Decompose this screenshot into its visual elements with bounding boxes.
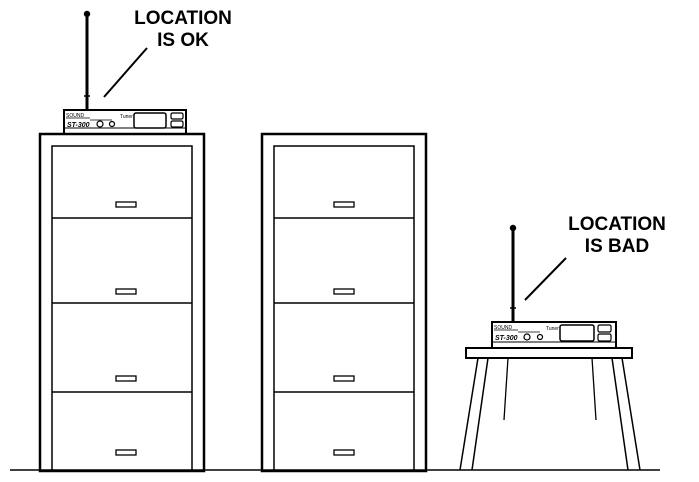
filing-cabinet-middle [260, 132, 428, 473]
drawer-handle [333, 201, 355, 208]
filing-cabinet-left [38, 132, 206, 473]
receiver-unit-bad: SOUND ST-300 Tuner [491, 224, 617, 349]
drawer-handle [333, 375, 355, 382]
model-text: ST-300 [67, 122, 90, 129]
drawer-handle [115, 449, 137, 456]
callout-location-bad: LOCATION IS BAD [542, 214, 692, 258]
brand-text: SOUND [66, 113, 84, 119]
side-table [459, 347, 641, 471]
callout-ok-line2: IS OK [157, 30, 209, 51]
callout-location-ok: LOCATION IS OK [108, 8, 258, 52]
drawer-handle [333, 288, 355, 295]
receiver-unit-ok: SOUND ST-300 Tuner [63, 10, 187, 135]
callout-ok-leader [103, 47, 148, 98]
drawer-handle [115, 201, 137, 208]
callout-bad-line2: IS BAD [584, 236, 650, 257]
drawer-handle [333, 449, 355, 456]
small-label: Tuner [546, 326, 559, 332]
model-text: ST-300 [495, 335, 518, 342]
callout-bad-leader [524, 257, 567, 301]
callout-ok-line1: LOCATION [134, 8, 232, 29]
brand-text: SOUND [494, 325, 512, 331]
callout-bad-line1: LOCATION [568, 214, 666, 235]
drawer-handle [115, 375, 137, 382]
small-label: Tuner [120, 114, 133, 120]
drawer-handle [115, 288, 137, 295]
